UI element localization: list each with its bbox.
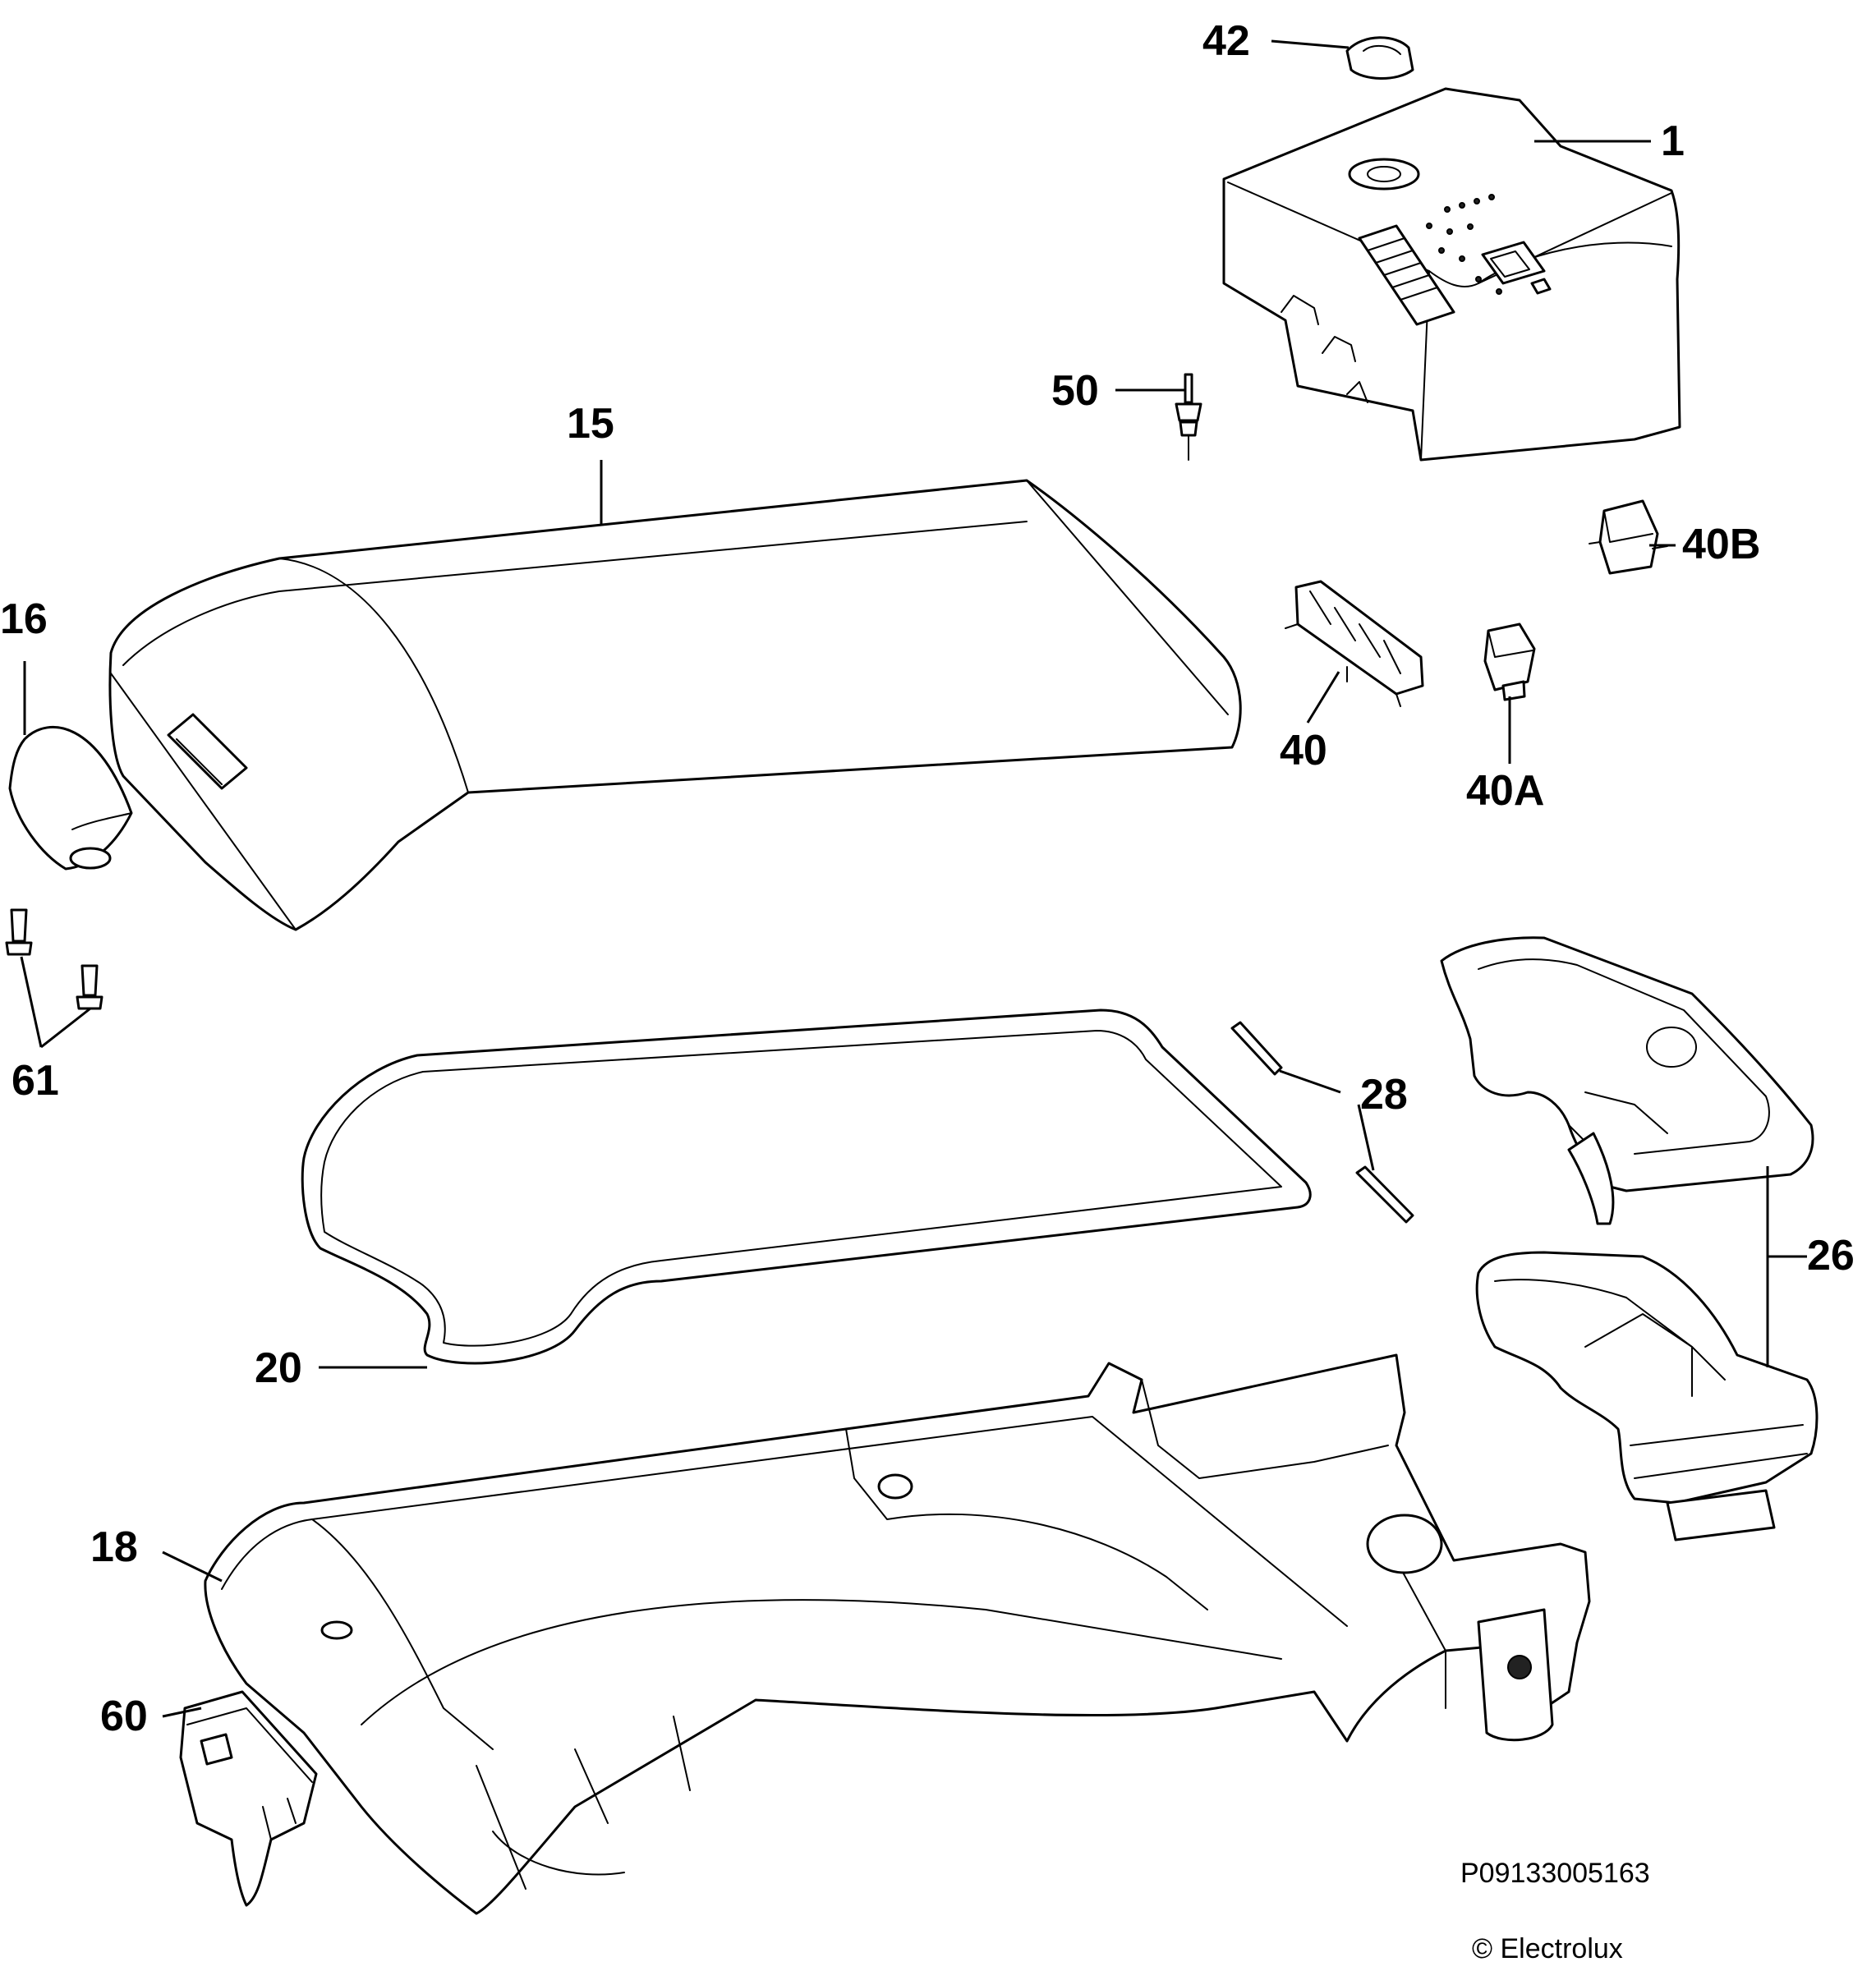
leader-60 [162, 1707, 202, 1718]
callout-40: 40 [1280, 727, 1327, 774]
leader-28b [1357, 1104, 1375, 1171]
callout-42: 42 [1202, 17, 1250, 65]
part-1-control-panel [1222, 87, 1681, 462]
part-40-button-strip [1285, 580, 1424, 707]
diagram-code: P09133005163 [1460, 1858, 1650, 1889]
part-40a-button [1483, 623, 1536, 701]
leader-61a [20, 956, 43, 1048]
callout-15: 15 [567, 400, 614, 448]
callout-18: 18 [90, 1523, 138, 1571]
copyright-notice: © Electrolux [1472, 1933, 1623, 1964]
part-40b-button [1589, 499, 1668, 575]
callout-16: 16 [0, 595, 48, 643]
part-18-base [204, 1353, 1591, 1915]
leader-26 [1766, 1166, 1807, 1367]
callout-40a: 40A [1466, 767, 1545, 815]
part-42-knob [1345, 36, 1414, 80]
leader-40 [1306, 671, 1340, 724]
part-20-gasket [301, 1008, 1312, 1365]
leader-28a [1279, 1069, 1341, 1094]
callout-40b: 40B [1682, 521, 1761, 568]
part-60-latch [179, 1690, 318, 1907]
panel-indicator-dots [1426, 194, 1502, 295]
part-26-bracket-upper [1440, 936, 1814, 1225]
leader-lines [20, 39, 1807, 1718]
callout-20: 20 [255, 1344, 302, 1392]
leader-18 [162, 1551, 223, 1583]
callout-26: 26 [1807, 1232, 1855, 1280]
part-50-pin [1175, 373, 1202, 461]
callout-60: 60 [100, 1693, 148, 1740]
leader-61b [40, 1007, 91, 1049]
part-28-pins [1230, 1021, 1414, 1224]
callout-28: 28 [1360, 1071, 1408, 1119]
part-26-bracket-lower [1475, 1251, 1819, 1541]
leader-42 [1271, 39, 1350, 49]
callout-1: 1 [1661, 117, 1685, 165]
part-61-screws [5, 908, 103, 1010]
callout-50: 50 [1051, 367, 1099, 415]
part-16-cap [8, 726, 133, 871]
part-15-lid [108, 479, 1242, 931]
callout-61: 61 [11, 1057, 59, 1105]
